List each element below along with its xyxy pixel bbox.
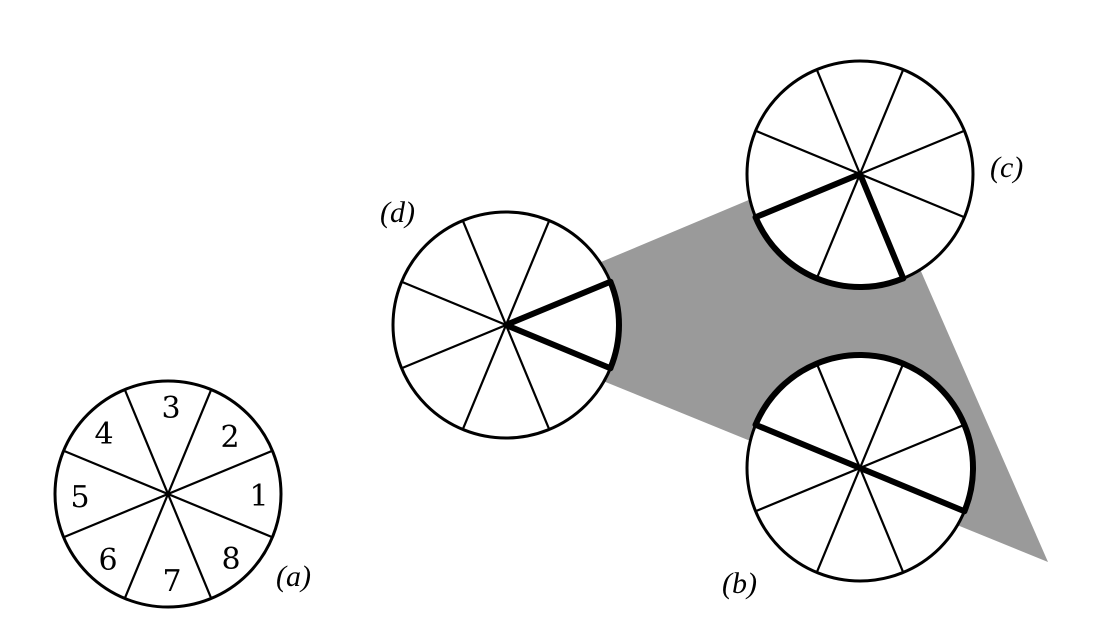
wheel-b-bold-radius — [857, 465, 968, 515]
sector-number-6: 6 — [98, 543, 117, 578]
wheel-d — [391, 210, 622, 440]
sector-number-1: 1 — [249, 479, 268, 514]
wheel-b-bold-radius — [752, 421, 863, 471]
wheel-c-bold-radius — [857, 171, 907, 282]
wheel-c — [745, 59, 975, 290]
wheel-b — [745, 352, 976, 583]
wheel-d-bold-radius — [503, 278, 614, 328]
wheel-d-bold-arc — [607, 278, 622, 372]
wheel-a — [53, 379, 283, 609]
sector-number-7: 7 — [162, 564, 181, 599]
wheel-c-bold-radius — [752, 171, 863, 221]
label-a: (a) — [276, 560, 311, 593]
label-c: (c) — [990, 151, 1023, 184]
sector-number-3: 3 — [161, 391, 180, 426]
wheel-a-spoke — [63, 449, 273, 539]
sector-number-8: 8 — [221, 542, 240, 577]
label-b: (b) — [722, 567, 757, 600]
wheel-c-bold-arc — [752, 214, 907, 290]
wheel-b-bold-arc — [752, 352, 976, 515]
sector-number-5: 5 — [70, 480, 89, 515]
sector-number-2: 2 — [220, 420, 239, 455]
label-d: (d) — [380, 196, 415, 229]
sector-number-4: 4 — [94, 417, 113, 452]
wheel-d-bold-radius — [503, 322, 614, 372]
